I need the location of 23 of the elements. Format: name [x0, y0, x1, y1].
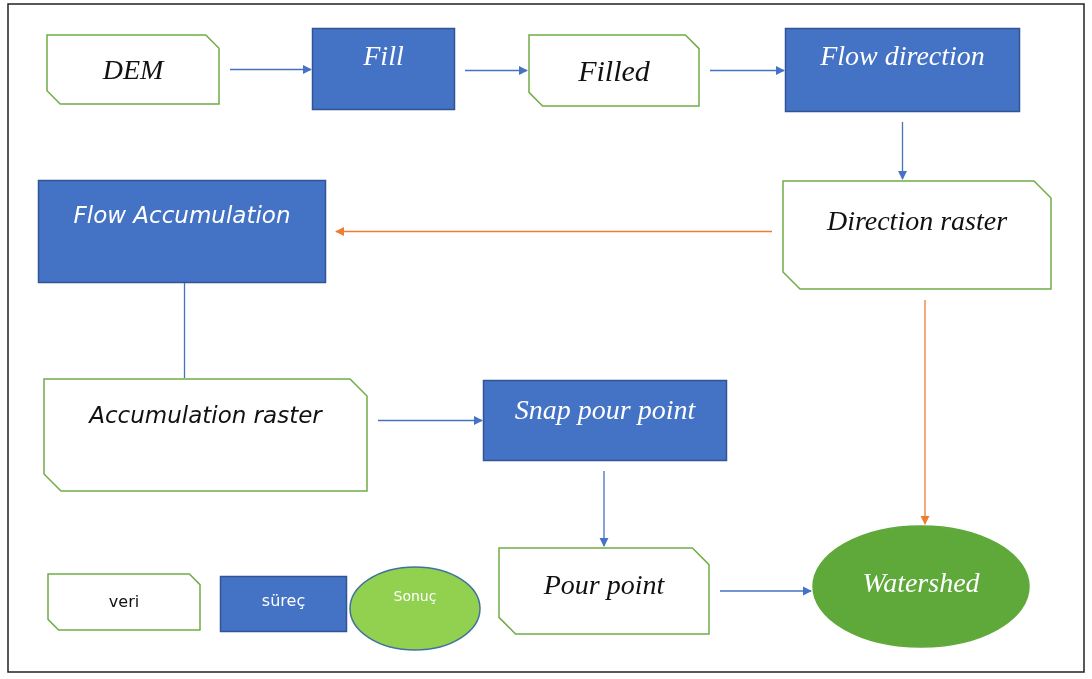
node-label: Flow direction — [819, 40, 986, 72]
node-label: veri — [107, 592, 141, 611]
arrow — [335, 226, 773, 237]
arrow — [709, 65, 785, 76]
connector-line — [183, 282, 186, 379]
node-label: süreç — [260, 591, 307, 610]
arrow — [920, 299, 930, 525]
node-label: Snap pour point — [513, 394, 697, 426]
node-label: DEM — [101, 54, 166, 86]
arrow — [599, 470, 609, 547]
arrow — [897, 121, 908, 180]
arrow — [719, 586, 812, 596]
node-label: Fill — [362, 40, 405, 72]
arrow — [229, 64, 312, 75]
arrow — [377, 415, 483, 426]
node-label: Sonuç — [392, 588, 438, 604]
node-label: Accumulation raster — [87, 402, 324, 428]
node-label: Filled — [577, 54, 651, 88]
node-label: Direction raster — [825, 205, 1009, 237]
node-label: Watershed — [861, 567, 981, 599]
node-label: Pour point — [542, 569, 666, 601]
arrow — [464, 65, 528, 76]
node-label: Flow Accumulation — [72, 202, 292, 228]
